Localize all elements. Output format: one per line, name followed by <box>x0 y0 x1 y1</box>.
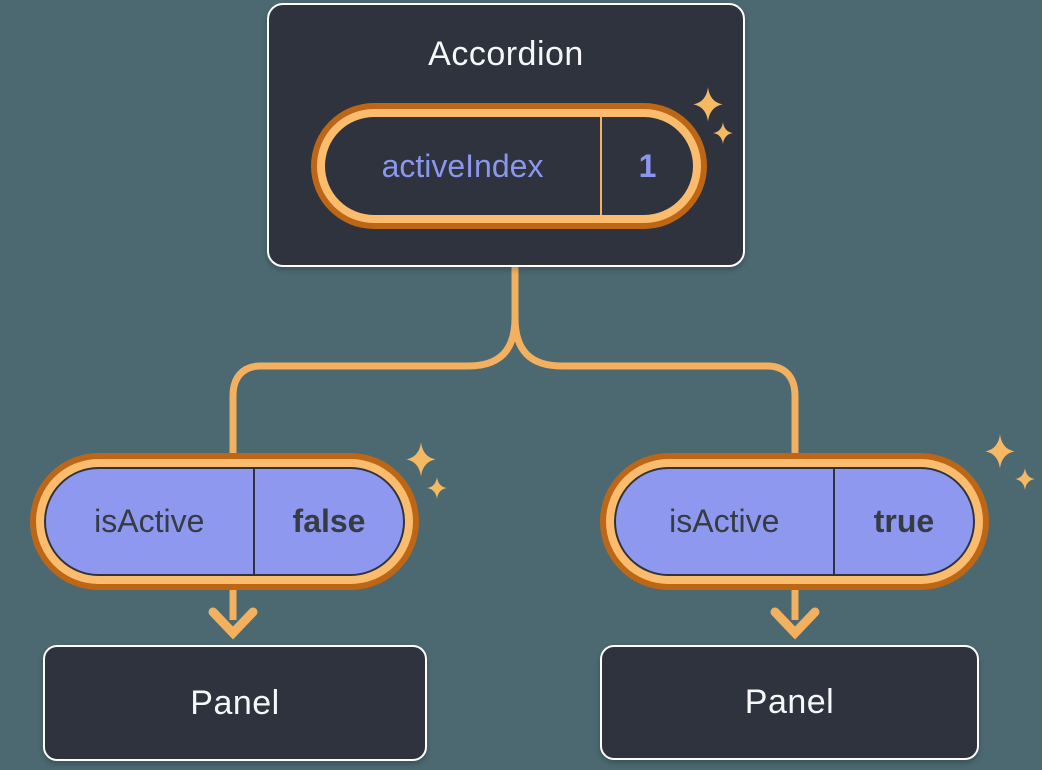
state-value-label: 1 <box>638 147 657 184</box>
pill-divider <box>832 469 835 574</box>
connector-line-right <box>511 317 799 620</box>
sparkle-icon <box>406 442 447 500</box>
is-active-prop-pill-left: isActive false <box>44 467 405 576</box>
is-active-prop-pill-right: isActive true <box>614 467 975 576</box>
down-arrowhead-icon-left <box>208 607 258 640</box>
sparkle-icon <box>693 87 733 145</box>
prop-name-label: isActive <box>669 503 780 539</box>
pill-divider <box>600 117 602 215</box>
prop-name-label: isActive <box>94 503 205 539</box>
panel-title: Panel <box>190 683 280 722</box>
active-index-state-pill: activeIndex 1 <box>325 117 693 215</box>
pill-divider <box>252 469 255 574</box>
accordion-title: Accordion <box>428 35 584 73</box>
connector-line-left <box>229 266 519 620</box>
sparkle-icon <box>985 434 1035 491</box>
panel-title: Panel <box>744 683 835 721</box>
panel-box-left: Panel <box>43 645 427 761</box>
panel-box-right: Panel <box>600 645 979 760</box>
prop-value-label: true <box>873 503 935 539</box>
down-arrowhead-icon-right <box>770 607 820 640</box>
state-name-label: activeIndex <box>381 147 544 184</box>
prop-value-label: false <box>292 503 366 539</box>
